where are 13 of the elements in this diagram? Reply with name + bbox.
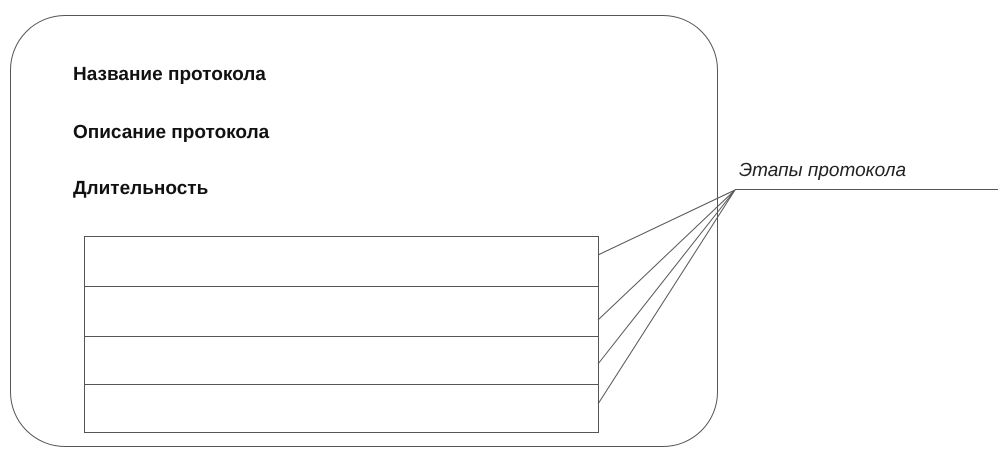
stage-row — [84, 236, 599, 287]
leader-line — [598, 190, 736, 320]
stage-row — [84, 286, 599, 337]
leader-line — [598, 190, 736, 364]
field-label: Длительность — [73, 178, 208, 200]
leader-line — [598, 190, 736, 256]
stage-row — [84, 384, 599, 433]
protocol-card — [10, 15, 718, 447]
callout-text: Этапы протокола — [739, 160, 906, 182]
stage-row — [84, 336, 599, 385]
field-label: Описание протокола — [73, 122, 270, 144]
leader-line — [598, 190, 736, 404]
field-label: Название протокола — [73, 64, 266, 86]
